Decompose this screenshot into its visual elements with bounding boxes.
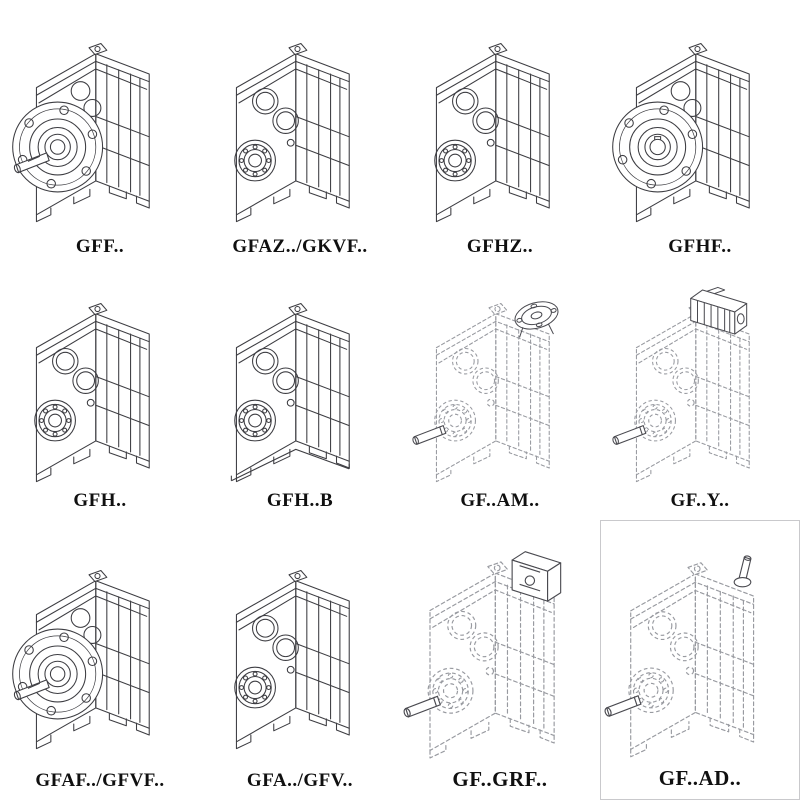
model-label: GFAF../GFVF.. — [35, 770, 165, 791]
catalog-cell: GFHZ.. — [400, 0, 600, 266]
model-label: GFHF.. — [668, 236, 732, 257]
model-label: GF..Y.. — [670, 490, 730, 511]
gearbox-drawing-hollow-shaft-base — [202, 270, 398, 488]
model-label: GFH..B — [266, 490, 334, 511]
gearbox-drawing-shaft-mounted — [202, 4, 398, 234]
catalog-cell: GF..Y.. — [600, 266, 800, 520]
catalog-cell: GF..AD.. — [600, 520, 800, 800]
catalog-cell: GF..GRF.. — [400, 520, 600, 800]
model-label: GFF.. — [75, 236, 125, 257]
catalog-cell: GFH.. — [0, 266, 200, 520]
model-label: GFAZ../GKVF.. — [232, 236, 368, 257]
model-label: GFHZ.. — [466, 236, 534, 257]
model-label: GF..AD.. — [658, 766, 742, 790]
catalog-cell: GF..AM.. — [400, 266, 600, 520]
model-label: GF..AM.. — [460, 490, 540, 511]
catalog-cell: GFAF../GFVF.. — [0, 520, 200, 800]
gearbox-drawing-shaft-mounted — [202, 524, 398, 768]
model-label: GFH.. — [73, 490, 127, 511]
gearbox-drawing-foot-flange-output-shaft — [2, 4, 198, 234]
gearbox-drawing-flange-hollow — [602, 4, 798, 234]
catalog-cell: GFH..B — [200, 266, 400, 520]
catalog-cell: GFAZ../GKVF.. — [200, 0, 400, 266]
catalog-cell: GFA../GFV.. — [200, 520, 400, 800]
gearbox-drawing-adapter-box — [402, 524, 598, 765]
model-label: GFA../GFV.. — [246, 770, 354, 791]
gearbox-drawing-flange-output-shaft — [2, 524, 198, 768]
gearbox-drawing-input-shaft-adapter — [603, 525, 797, 764]
catalog-cell: GFHF.. — [600, 0, 800, 266]
catalog-cell: GFF.. — [0, 0, 200, 266]
model-label: GF..GRF.. — [452, 767, 548, 791]
gearbox-drawing-shaft-mounted — [402, 4, 598, 234]
gearbox-drawing-motor-mounted — [602, 270, 798, 488]
gearbox-drawing-hollow-shaft — [2, 270, 198, 488]
gearbox-drawing-iec-adapter — [402, 270, 598, 488]
